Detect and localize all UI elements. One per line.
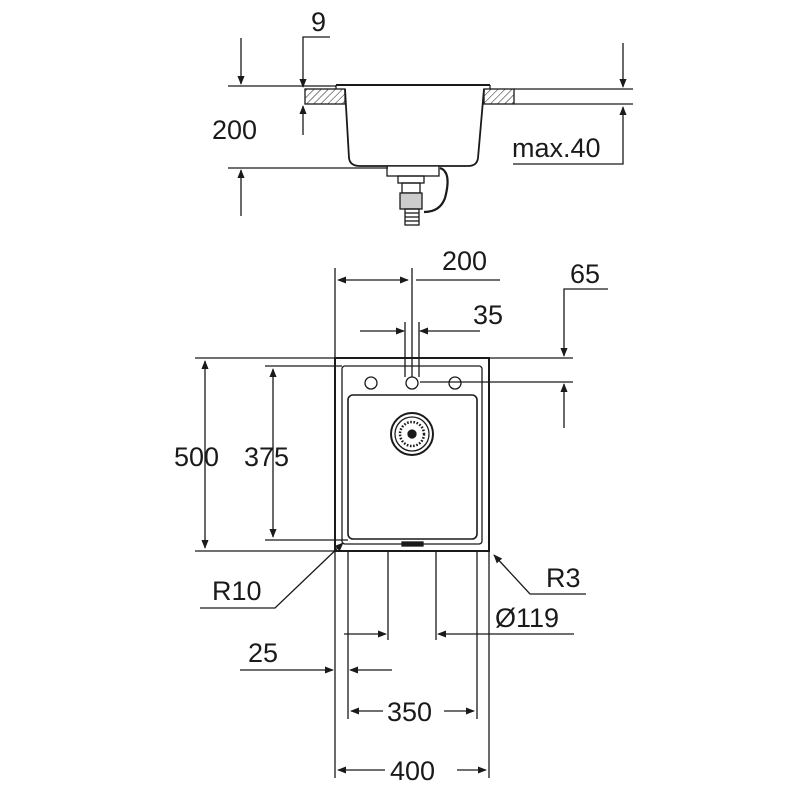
side-view	[228, 36, 633, 226]
overflow-slot	[401, 541, 424, 547]
dim-400-label: 400	[390, 756, 435, 786]
dim-r3-leader	[493, 554, 586, 595]
dim-r3-label: R3	[546, 563, 581, 593]
dim-65-label: 65	[570, 259, 600, 289]
dim-max40-label: max.40	[512, 133, 601, 163]
dim-d119-label: Ø119	[495, 603, 559, 633]
tap-hole-left	[364, 376, 378, 390]
dim-200-depth-label: 200	[212, 115, 257, 145]
drain	[390, 412, 434, 456]
dim-25-label: 25	[248, 638, 278, 668]
dim-350-label: 350	[387, 697, 432, 727]
dim-9-label: 9	[311, 7, 326, 37]
sink-bowl-profile	[344, 88, 485, 167]
countertop-right	[483, 88, 515, 105]
dim-200-top-label: 200	[442, 246, 487, 276]
sink-bowl	[347, 394, 478, 540]
dim-375-label: 375	[244, 442, 289, 472]
dim-65-leader	[560, 288, 608, 357]
tap-hole-right	[448, 376, 462, 390]
waste-fitting	[386, 165, 449, 226]
dim-500-label: 500	[174, 442, 219, 472]
dim-r10-label: R10	[212, 576, 262, 606]
dim-r10-leader	[200, 542, 344, 609]
dim-9-leader	[299, 36, 330, 88]
tap-hole-center	[405, 376, 419, 390]
dim-max40-leader	[513, 106, 627, 165]
countertop-left	[304, 88, 346, 105]
top-view	[195, 268, 608, 778]
dim-35-label: 35	[473, 300, 503, 330]
